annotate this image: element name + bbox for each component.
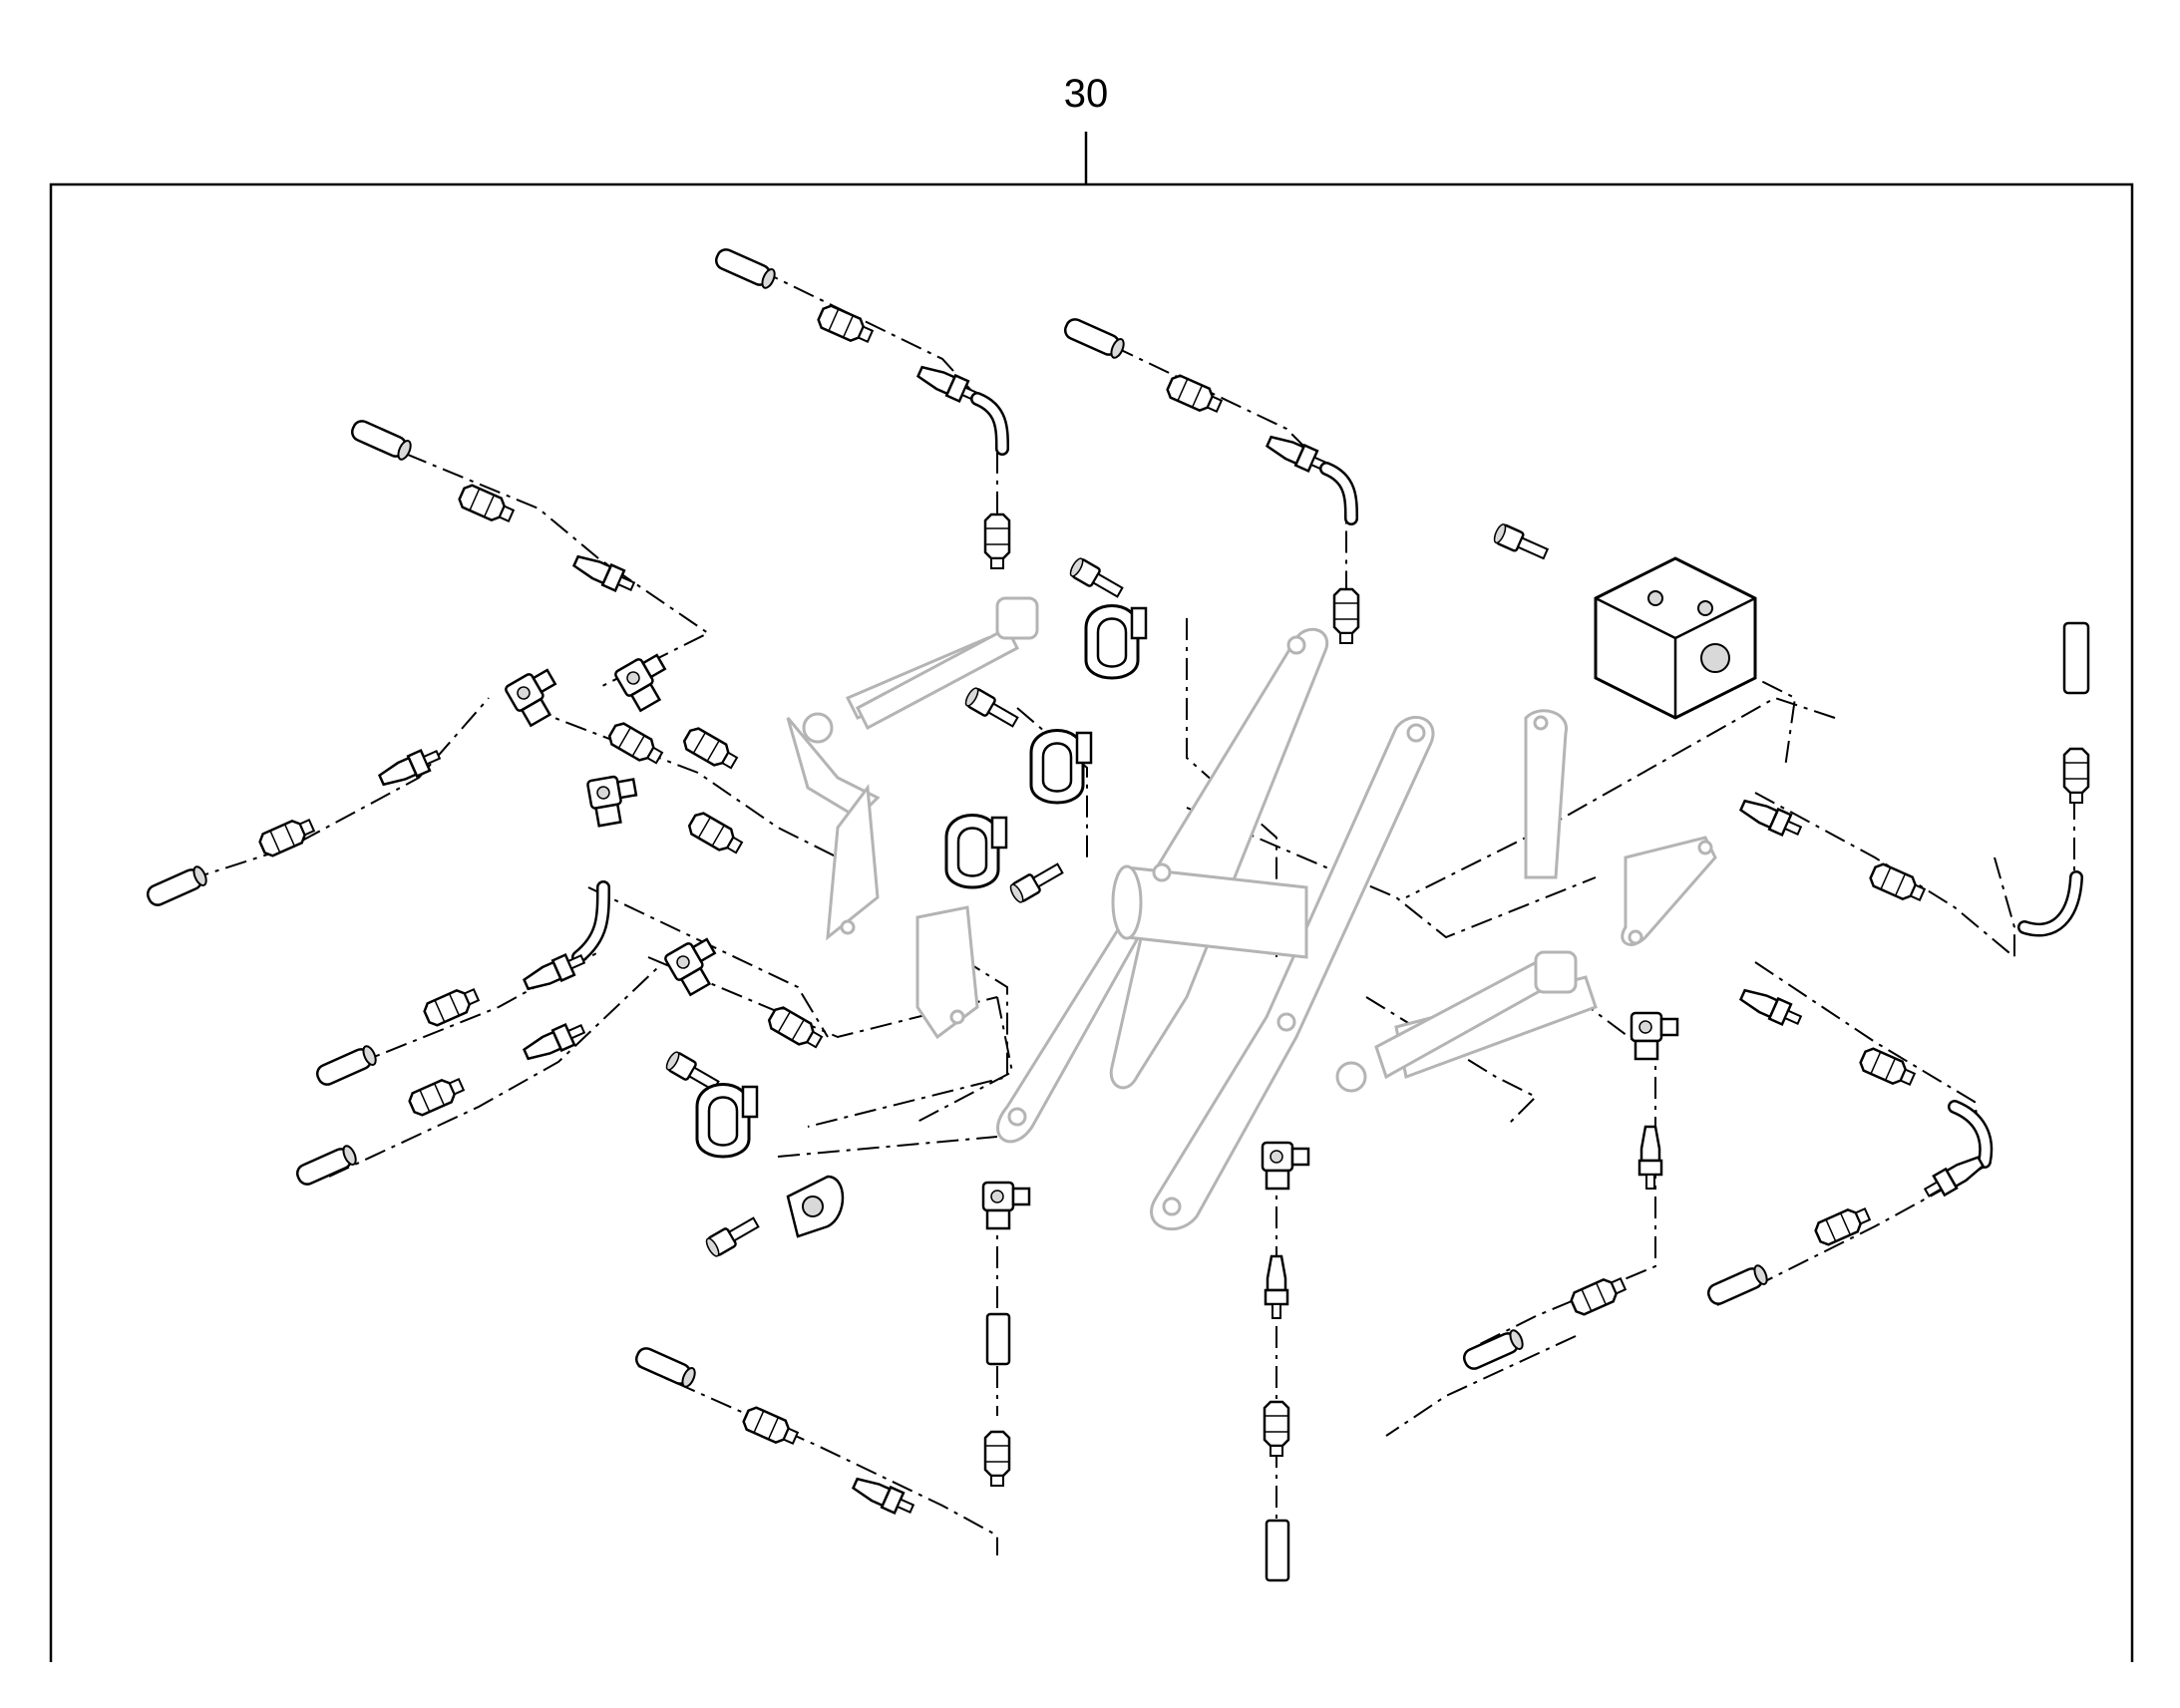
assembly-frame [49, 182, 2134, 1662]
hose-assembly-bottom-centre [1261, 1141, 1310, 1582]
pipe-clamp-4 [695, 1083, 759, 1159]
pipe-clamp-3 [944, 814, 1008, 889]
pipe-clamp-1 [1084, 604, 1148, 680]
bolt-valve [1491, 521, 1552, 564]
bolt-clamp-5 [702, 1212, 763, 1259]
bolt-clamp-2 [961, 685, 1022, 732]
hose-assembly-top-middle [1061, 315, 1360, 645]
hose-assembly-bottom-right [1460, 1011, 1679, 1373]
hydraulic-cylinder-left [802, 596, 1039, 744]
hose-assembly-bottom-left [632, 1181, 1031, 1521]
hydraulic-cylinder-right [1335, 950, 1578, 1093]
hose-assembly-left-middle [313, 772, 747, 1089]
hose-assembly-upper-left [348, 417, 678, 714]
assembly-centerlines [149, 268, 2075, 1575]
valve-block [1594, 556, 1757, 720]
callout-label: 30 [1063, 72, 1109, 116]
bolt-clamp-1 [1066, 555, 1127, 602]
hose-assembly-right [1704, 621, 2090, 1308]
small-clamp [786, 1175, 845, 1238]
pipe-clamp-2 [1029, 729, 1093, 805]
lift-frame [786, 627, 1717, 1231]
bolt-clamp-3 [1006, 858, 1067, 905]
hose-assembly-top-left [712, 245, 1011, 570]
